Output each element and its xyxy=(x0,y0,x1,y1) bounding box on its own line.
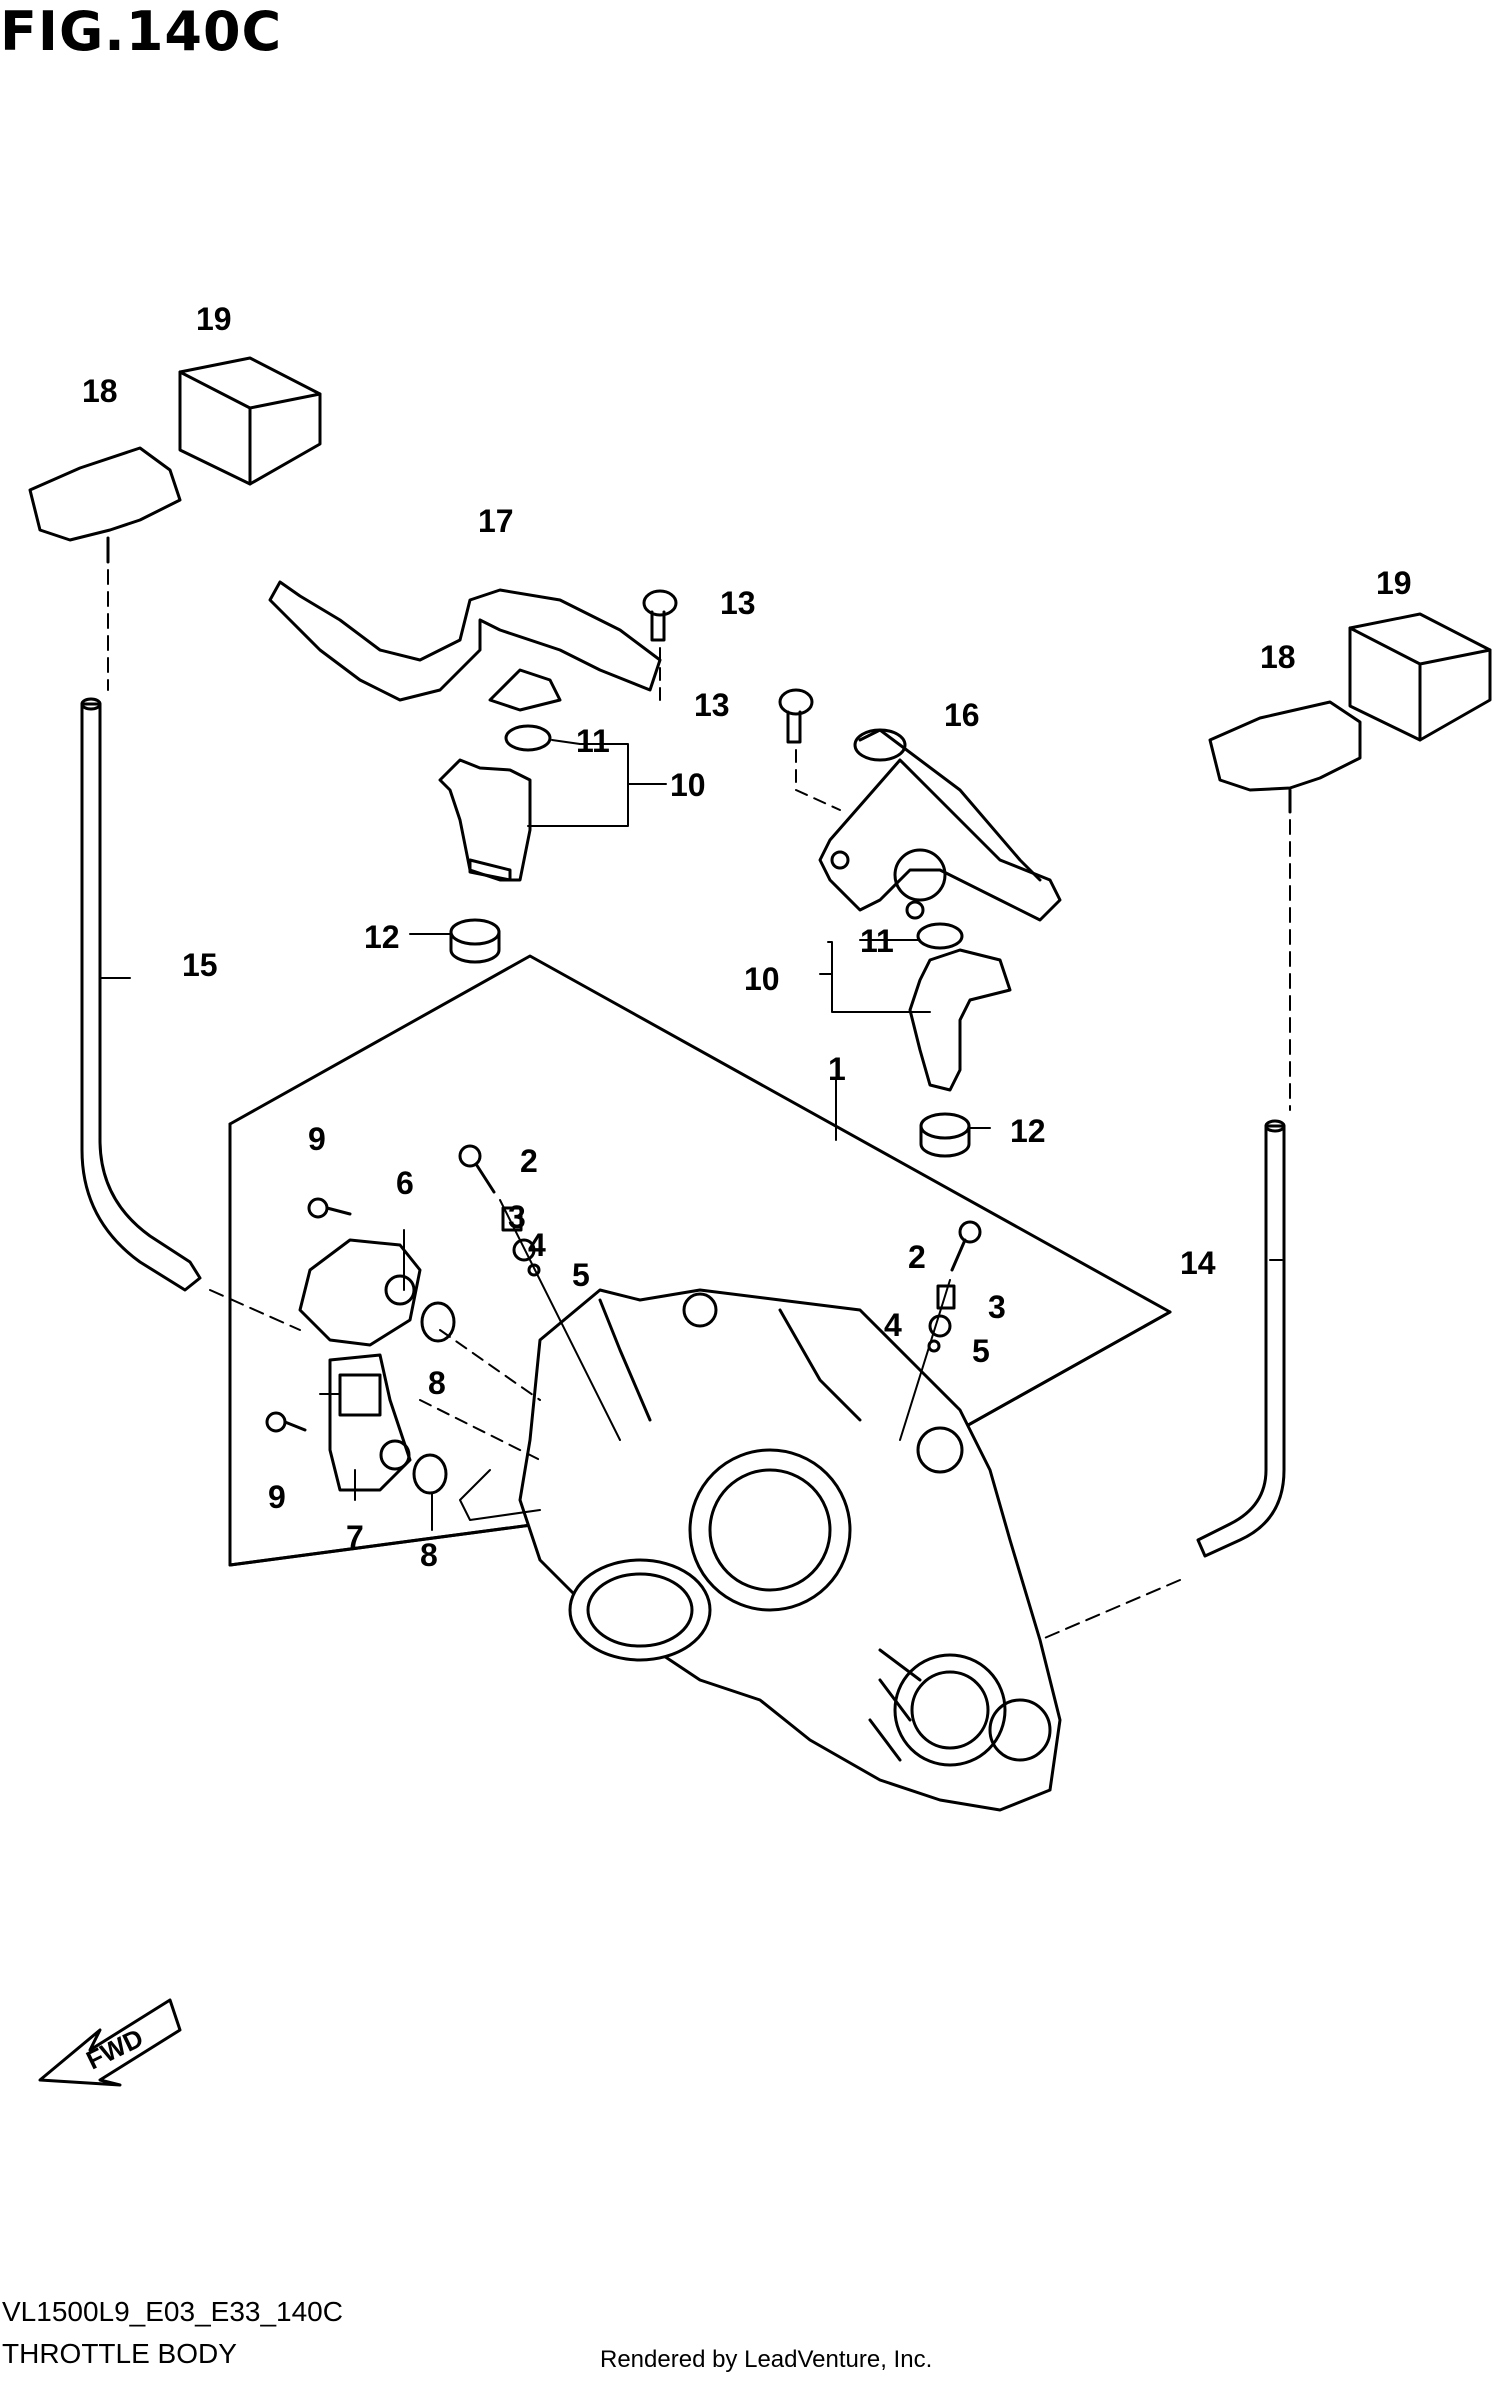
render-credit: Rendered by LeadVenture, Inc. xyxy=(600,2346,933,2373)
callout-5-right: 5 xyxy=(972,1333,990,1369)
callout-6: 6 xyxy=(396,1165,414,1201)
diagram-subtitle: THROTTLE BODY xyxy=(2,2338,237,2369)
callout-7: 7 xyxy=(346,1519,364,1555)
callout-14: 14 xyxy=(1180,1245,1216,1281)
diagram-code: VL1500L9_E03_E33_140C xyxy=(2,2296,343,2327)
leader-lines xyxy=(99,569,1291,1641)
throttle-body-part xyxy=(518,1288,1062,1812)
callout-11-left: 11 xyxy=(576,723,610,759)
fuel-injector-10-right xyxy=(908,948,1012,1092)
fuel-delivery-pipe-17 xyxy=(268,580,662,712)
seal-12-right xyxy=(919,1112,971,1158)
figure-title: FIG.140C xyxy=(0,0,283,63)
cap-19-left xyxy=(178,356,322,486)
screw-13-upper xyxy=(642,589,678,642)
callout-3-left: 3 xyxy=(508,1199,526,1235)
callout-12-right: 12 xyxy=(1010,1113,1046,1149)
fwd-arrow-icon xyxy=(38,1998,182,2087)
spring-3-right xyxy=(936,1284,956,1310)
vacuum-hose-15 xyxy=(80,697,202,1292)
o-ring-11-right xyxy=(916,922,964,950)
callout-18-right: 18 xyxy=(1260,639,1296,675)
callout-12-left: 12 xyxy=(364,919,400,955)
throttle-position-sensor-6 xyxy=(298,1238,422,1347)
callout-16: 16 xyxy=(944,697,980,733)
o-ring-11-left xyxy=(504,724,552,752)
seal-12-left xyxy=(449,918,501,964)
coupler-18-left xyxy=(28,446,182,564)
callout-9-upper: 9 xyxy=(308,1121,326,1157)
callout-8-lower: 8 xyxy=(420,1537,438,1573)
cap-19-right xyxy=(1348,612,1492,742)
screw-9-lower xyxy=(265,1411,307,1433)
coupler-18-right xyxy=(1208,700,1362,814)
screw-2-right xyxy=(950,1220,982,1272)
washer-4-left xyxy=(512,1238,536,1262)
callout-8-upper: 8 xyxy=(428,1365,446,1401)
screw-9-upper xyxy=(307,1197,352,1219)
callout-11-right: 11 xyxy=(860,923,894,959)
fuel-delivery-pipe-16 xyxy=(818,728,1062,922)
callout-19-left: 19 xyxy=(196,301,232,337)
callout-5-left: 5 xyxy=(572,1257,590,1293)
callout-17: 17 xyxy=(478,503,514,539)
callout-9-lower: 9 xyxy=(268,1479,286,1515)
callout-3-right: 3 xyxy=(988,1289,1006,1325)
washer-4-right xyxy=(928,1314,952,1338)
o-ring-5-left xyxy=(527,1263,541,1277)
callout-18-left: 18 xyxy=(82,373,118,409)
callout-4-left: 4 xyxy=(528,1227,546,1263)
fuel-injector-10-left xyxy=(438,758,532,882)
callout-1: 1 xyxy=(828,1051,846,1087)
callout-10-right: 10 xyxy=(744,961,780,997)
o-ring-8-lower xyxy=(412,1453,448,1495)
callout-2-left: 2 xyxy=(520,1143,538,1179)
callout-13-upper: 13 xyxy=(720,585,756,621)
callout-2-right: 2 xyxy=(908,1239,926,1275)
screw-13-lower xyxy=(778,688,814,744)
callout-4-right: 4 xyxy=(884,1307,902,1343)
screw-2-left xyxy=(458,1144,496,1194)
vacuum-hose-14 xyxy=(1196,1119,1286,1558)
sensor-7 xyxy=(328,1353,412,1492)
callout-13-lower: 13 xyxy=(694,687,730,723)
callout-19-right: 19 xyxy=(1376,565,1412,601)
spring-3-left xyxy=(501,1206,523,1232)
callout-15: 15 xyxy=(182,947,218,983)
o-ring-8-upper xyxy=(420,1301,456,1343)
callout-10-left: 10 xyxy=(670,767,706,803)
